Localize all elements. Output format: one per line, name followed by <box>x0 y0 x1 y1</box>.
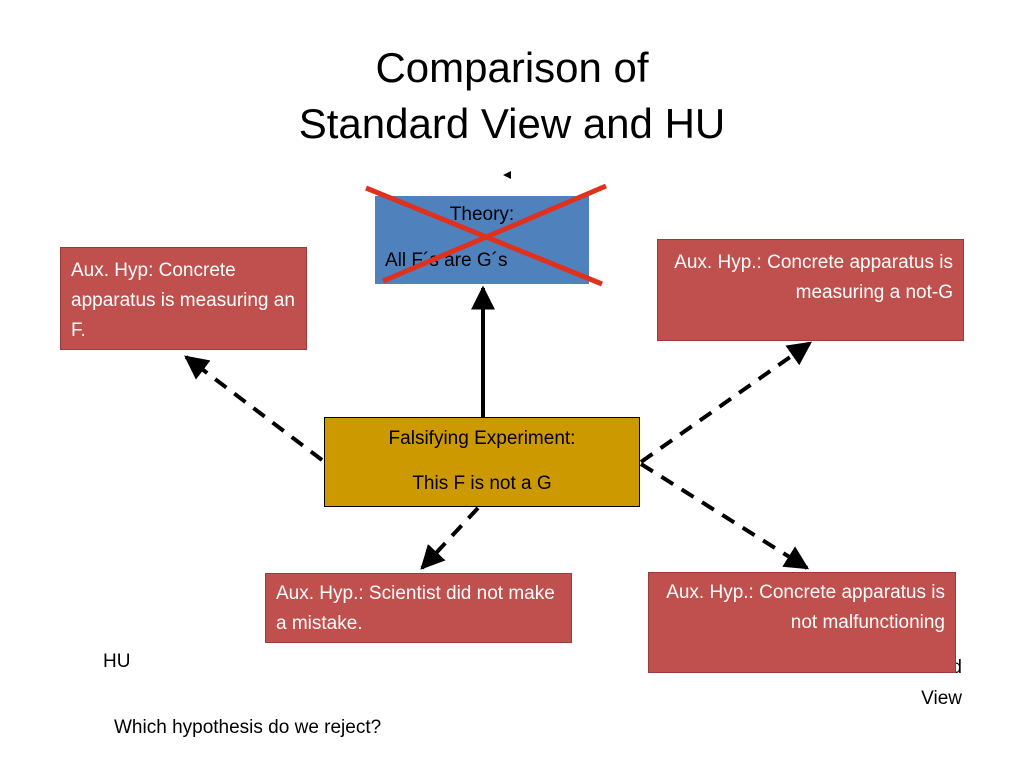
dashed-arrow-to-left-hypothesis <box>184 355 324 462</box>
theory-cross-out-icon <box>365 183 607 287</box>
hu-label: HU <box>103 651 131 672</box>
title-line-1: Comparison of <box>375 44 649 91</box>
title-line-2: Standard View and HU <box>298 100 726 147</box>
standard-view-label-line-2: View <box>921 688 962 709</box>
aux-hypothesis-bottom-right: Aux. Hyp.: Concrete apparatus is not mal… <box>648 572 956 673</box>
small-pointer-icon <box>503 171 511 179</box>
aux-hypothesis-right-top: Aux. Hyp.: Concrete apparatus is measuri… <box>657 239 964 341</box>
aux-hypothesis-bottom-left: Aux. Hyp.: Scientist did not make a mist… <box>265 573 572 643</box>
dashed-arrow-to-right-top-hypothesis <box>639 341 812 464</box>
experiment-statement: This F is not a G <box>412 473 552 494</box>
experiment-label: Falsifying Experiment: <box>388 428 576 449</box>
question-text: Which hypothesis do we reject? <box>114 717 382 738</box>
falsifying-experiment-box: Falsifying Experiment: This F is not a G <box>324 417 640 507</box>
slide-title: Comparison of Standard View and HU <box>0 40 1024 152</box>
theory-label: Theory: <box>449 204 515 225</box>
dashed-arrow-to-bottom-left-hypothesis <box>420 506 480 570</box>
dashed-arrow-to-bottom-right-hypothesis <box>639 462 810 570</box>
aux-hypothesis-left: Aux. Hyp: Concrete apparatus is measurin… <box>60 247 307 350</box>
